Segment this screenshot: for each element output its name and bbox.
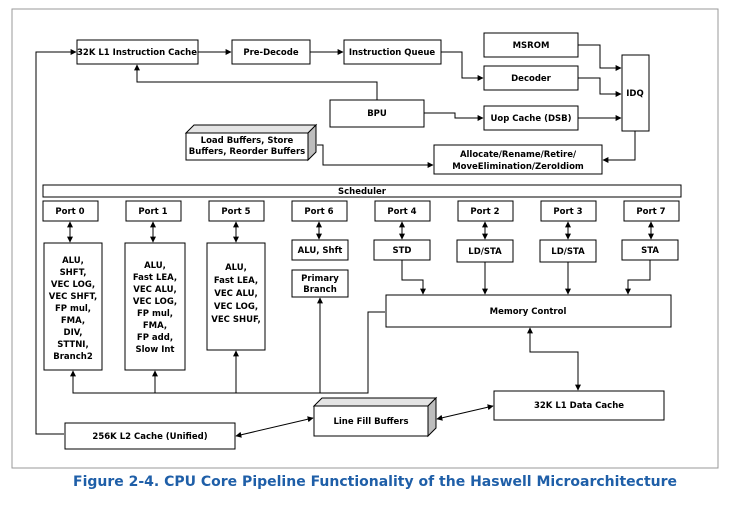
allocate-rename-box <box>433 144 603 175</box>
buffers-block: Load Buffers, Store Buffers, Reorder Buf… <box>184 123 318 162</box>
l1-instruction-cache-label: 32K L1 Instruction Cache <box>77 48 197 58</box>
svg-text:VEC SHFT,: VEC SHFT, <box>49 292 97 302</box>
port-3-box <box>540 200 597 222</box>
port-3-label: Port 3 <box>553 207 582 217</box>
line-fill-buffers-label: Line Fill Buffers <box>333 417 408 427</box>
l2-cache-box <box>64 422 236 450</box>
port-1-label: Port 1 <box>138 207 167 217</box>
scheduler-box <box>42 184 682 198</box>
port-3-units-label: LD/STA <box>551 247 585 257</box>
l1-data-cache-box <box>493 390 665 421</box>
svg-text:DIV,: DIV, <box>64 328 83 338</box>
port-4-box <box>374 200 431 222</box>
msrom-box <box>483 32 579 58</box>
diagram-frame <box>11 8 719 469</box>
port-0-label: Port 0 <box>55 207 84 217</box>
port-4-label: Port 4 <box>387 207 416 217</box>
instruction-queue-label: Instruction Queue <box>349 48 436 58</box>
port-1-units-text: ALU, Fast LEA, VEC ALU, VEC LOG, FP mul,… <box>133 261 177 355</box>
decoder-label: Decoder <box>511 74 552 84</box>
svg-text:STTNI,: STTNI, <box>57 340 88 350</box>
svg-text:VEC ALU,: VEC ALU, <box>133 285 176 295</box>
connectors <box>35 44 654 438</box>
svg-text:FP mul,: FP mul, <box>137 309 173 319</box>
memory-control-label: Memory Control <box>490 307 567 317</box>
l2-cache-label: 256K L2 Cache (Unified) <box>92 432 207 442</box>
buffers-label-line2: Buffers, Reorder Buffers <box>189 147 305 157</box>
svg-text:FMA,: FMA, <box>143 321 167 331</box>
svg-text:ALU,: ALU, <box>225 263 247 273</box>
svg-text:ALU,: ALU, <box>62 256 84 266</box>
scheduler-label: Scheduler <box>338 187 387 197</box>
primary-branch-label-line2: Branch <box>303 285 337 295</box>
port-6-units-label: ALU, Shft <box>298 246 343 256</box>
allocate-label-line1: Allocate/Rename/Retire/ <box>460 150 577 160</box>
port-0-units-text: ALU, SHFT, VEC LOG, VEC SHFT, FP mul, FM… <box>49 256 97 362</box>
port-7-box <box>623 200 680 222</box>
buffers-label-line1: Load Buffers, Store <box>201 136 294 146</box>
port-1-box <box>125 200 182 222</box>
port-5-box <box>208 200 265 222</box>
l1-instruction-cache-box <box>76 39 199 65</box>
svg-text:VEC LOG,: VEC LOG, <box>133 297 177 307</box>
predecode-box <box>231 39 311 65</box>
port-5-units-box <box>206 242 266 351</box>
port-1-units-box <box>124 242 186 371</box>
svg-text:VEC LOG,: VEC LOG, <box>51 280 95 290</box>
line-fill-buffers-block: Line Fill Buffers <box>312 396 438 438</box>
port-7-label: Port 7 <box>636 207 665 217</box>
svg-text:ALU,: ALU, <box>144 261 166 271</box>
svg-text:FP mul,: FP mul, <box>55 304 91 314</box>
port-5-label: Port 5 <box>221 207 250 217</box>
svg-text:Fast LEA,: Fast LEA, <box>214 276 258 286</box>
port-6-label: Port 6 <box>304 207 333 217</box>
svg-text:FP add,: FP add, <box>137 333 173 343</box>
port-5-units-text: ALU, Fast LEA, VEC ALU, VEC LOG, VEC SHU… <box>211 263 260 325</box>
uop-cache-box <box>483 105 579 131</box>
msrom-label: MSROM <box>513 41 550 51</box>
allocate-label-line2: MoveElimination/ZeroIdiom <box>452 162 584 172</box>
bpu-box <box>329 99 425 128</box>
l1-data-cache-label: 32K L1 Data Cache <box>534 401 624 411</box>
predecode-label: Pre-Decode <box>243 48 298 58</box>
port-6-units-box <box>291 239 349 261</box>
svg-text:Slow Int: Slow Int <box>136 345 175 355</box>
port-2-label: Port 2 <box>470 207 499 217</box>
memory-control-box <box>385 294 672 328</box>
svg-text:VEC SHUF,: VEC SHUF, <box>211 315 260 325</box>
svg-text:Fast LEA,: Fast LEA, <box>133 273 177 283</box>
svg-text:Branch2: Branch2 <box>53 352 93 362</box>
primary-branch-box <box>291 269 349 298</box>
svg-text:SHFT,: SHFT, <box>60 268 87 278</box>
port-7-units-label: STA <box>641 246 659 256</box>
std-label: STD <box>393 246 412 256</box>
svg-text:VEC ALU,: VEC ALU, <box>214 289 257 299</box>
svg-text:VEC LOG,: VEC LOG, <box>214 302 258 312</box>
decoder-box <box>483 65 579 91</box>
svg-text:FMA,: FMA, <box>61 316 85 326</box>
idq-box <box>621 54 650 132</box>
port-0-units-box <box>43 242 103 371</box>
figure-caption: Figure 2-4. CPU Core Pipeline Functional… <box>73 474 677 490</box>
bpu-label: BPU <box>367 109 387 119</box>
port-2-box <box>457 200 514 222</box>
primary-branch-label-line1: Primary <box>301 274 339 284</box>
port-6-box <box>291 200 348 222</box>
uop-cache-label: Uop Cache (DSB) <box>491 114 572 124</box>
port-0-box <box>42 200 99 222</box>
idq-label: IDQ <box>626 89 643 99</box>
port-2-units-label: LD/STA <box>468 247 502 257</box>
